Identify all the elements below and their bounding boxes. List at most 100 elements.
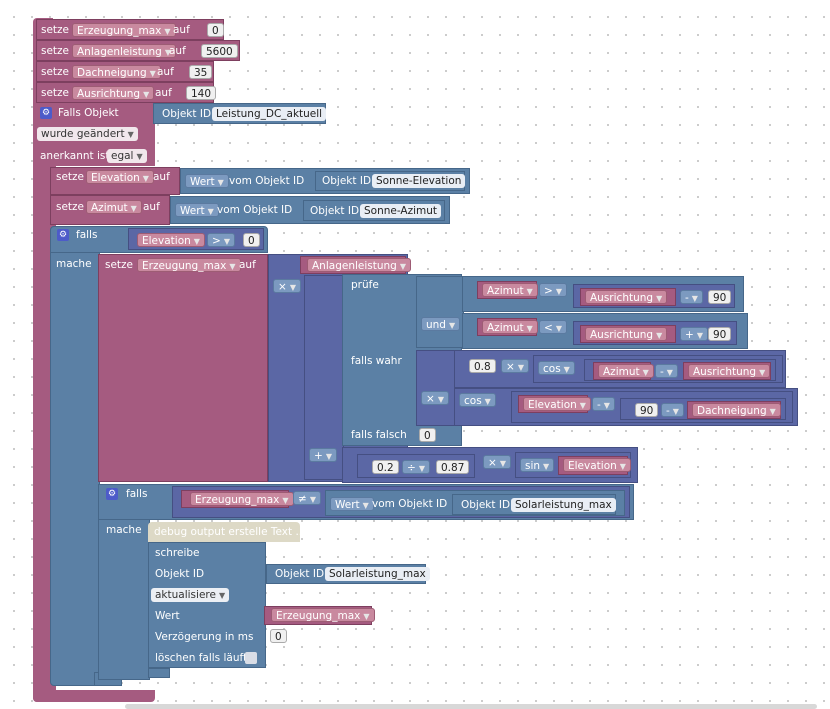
get-value-block[interactable]: Wert▼ vom Objekt ID Objekt ID Sonne-Elev… (180, 168, 470, 194)
var-block[interactable]: Ausrichtung▼ (683, 362, 771, 380)
wert-dropdown[interactable]: Wert▼ (185, 174, 229, 188)
object-id-block[interactable]: Objekt ID Sonne-Elevation (315, 171, 466, 191)
object-id-field[interactable]: Sonne-Elevation (372, 174, 466, 188)
set-block-1[interactable]: setze Erzeugung_max▼ auf 0 (36, 19, 224, 40)
mode-dropdown[interactable]: aktualisiere▼ (151, 588, 230, 602)
number-field[interactable]: 5600 (201, 44, 238, 58)
var-dropdown[interactable]: Erzeugung_max▼ (72, 23, 176, 37)
number-field[interactable]: 90 (708, 290, 732, 304)
plus-block[interactable]: +▼ (304, 275, 344, 480)
var-dropdown[interactable]: Dachneigung▼ (692, 403, 781, 417)
minus-block[interactable]: Ausrichtung▼ -▼ 90 (573, 284, 735, 308)
var-block[interactable]: Elevation▼ (518, 395, 591, 413)
var-block[interactable]: Dachneigung▼ (687, 401, 781, 419)
number-field[interactable]: 0.87 (436, 460, 470, 474)
function-dropdown[interactable]: cos▼ (459, 393, 496, 407)
multiply-block[interactable]: 0.8 ×▼ cos▼ Azimut▼ -▼ Ausrichtung▼ (454, 350, 786, 388)
object-id-field[interactable]: Solarleistung_max (325, 567, 430, 581)
var-dropdown[interactable]: Azimut▼ (482, 320, 538, 334)
cos-block[interactable]: cos▼ Azimut▼ -▼ Ausrichtung▼ (533, 355, 783, 383)
var-dropdown[interactable]: Azimut▼ (482, 283, 538, 297)
var-block[interactable]: Elevation▼ (558, 456, 631, 475)
logic-dropdown[interactable]: und▼ (421, 317, 461, 331)
function-dropdown[interactable]: cos▼ (538, 361, 575, 375)
minus-block[interactable]: Elevation▼ -▼ 90 -▼ Dachneigung▼ (511, 391, 793, 423)
gear-icon[interactable]: ⚙ (57, 229, 69, 241)
var-block[interactable]: Azimut▼ (477, 281, 538, 299)
if-block[interactable] (50, 226, 100, 686)
operator-dropdown[interactable]: ×▼ (273, 279, 301, 293)
multiply-block[interactable]: 0.2 ÷▼ 0.87 ×▼ sin▼ Elevation▼ (342, 447, 638, 483)
set-elevation-block[interactable]: setze Elevation▼ auf (50, 167, 180, 195)
var-dropdown[interactable]: Dachneigung▼ (72, 65, 161, 79)
operator-dropdown[interactable]: -▼ (592, 397, 615, 411)
operator-dropdown[interactable]: -▼ (661, 403, 684, 417)
operator-dropdown[interactable]: >▼ (539, 283, 567, 297)
operator-dropdown[interactable]: ×▼ (421, 391, 449, 405)
operator-dropdown[interactable]: ×▼ (501, 359, 529, 373)
wert-dropdown[interactable]: Wert▼ (175, 203, 219, 217)
set-block-2[interactable]: setze Anlagenleistung▼ auf 5600 (36, 40, 240, 61)
var-dropdown[interactable]: Elevation▼ (523, 397, 591, 411)
var-dropdown[interactable]: Elevation▼ (86, 170, 154, 184)
operator-dropdown[interactable]: <▼ (539, 320, 567, 334)
var-dropdown[interactable]: Ausrichtung▼ (585, 290, 668, 304)
operator-dropdown[interactable]: -▼ (680, 290, 703, 304)
wert-dropdown[interactable]: Wert▼ (330, 497, 374, 511)
sin-block[interactable]: sin▼ Elevation▼ (515, 452, 631, 478)
var-dropdown[interactable]: Erzeugung_max▼ (137, 258, 241, 272)
var-dropdown[interactable]: Elevation▼ (563, 458, 631, 472)
var-dropdown[interactable]: Azimut▼ (598, 364, 654, 378)
var-dropdown[interactable]: Anlagenleistung▼ (72, 44, 176, 58)
set-block-3[interactable]: setze Dachneigung▼ auf 35 (36, 61, 214, 82)
object-id-field[interactable]: Sonne-Azimut (360, 204, 442, 218)
compare-block[interactable]: Elevation▼ >▼ 0 (128, 228, 264, 250)
object-id-block[interactable]: Objekt ID Solarleistung_max (266, 564, 430, 584)
var-block[interactable]: Ausrichtung▼ (580, 288, 676, 306)
number-field[interactable]: 0 (243, 233, 260, 247)
compare-block[interactable]: Erzeugung_max▼ ≠▼ Wert▼ vom Objekt ID Ob… (172, 486, 630, 518)
var-dropdown[interactable]: Ausrichtung▼ (72, 86, 155, 100)
horizontal-scrollbar[interactable] (125, 704, 817, 709)
minus-block[interactable]: Azimut▼ -▼ Ausrichtung▼ (584, 359, 776, 381)
var-dropdown[interactable]: Anlagenleistung▼ (307, 258, 411, 272)
operator-dropdown[interactable]: >▼ (207, 233, 235, 247)
object-id-block[interactable]: Objekt ID Solarleistung_max (452, 494, 616, 515)
number-field[interactable]: 0 (270, 629, 287, 643)
number-field[interactable]: 35 (189, 65, 213, 79)
changed-dropdown[interactable]: wurde geändert▼ (37, 127, 138, 141)
operator-dropdown[interactable]: ×▼ (483, 455, 511, 469)
var-block[interactable]: Erzeugung_max▼ (181, 490, 294, 508)
operator-dropdown[interactable]: +▼ (680, 327, 708, 341)
number-field[interactable]: 0 (419, 428, 436, 442)
object-id-field[interactable]: Leistung_DC_aktuell (212, 107, 327, 121)
object-id-block[interactable]: Objekt ID Sonne-Azimut (303, 200, 445, 221)
gear-icon[interactable]: ⚙ (40, 107, 52, 119)
var-dropdown[interactable]: Ausrichtung▼ (585, 327, 668, 341)
var-dropdown[interactable]: Azimut▼ (86, 200, 142, 214)
set-block-4[interactable]: setze Ausrichtung▼ auf 140 (36, 82, 217, 103)
minus-block[interactable]: 90 -▼ Dachneigung▼ (620, 398, 786, 420)
get-value-block[interactable]: Wert▼ vom Objekt ID Objekt ID Solarleist… (325, 490, 625, 516)
operator-dropdown[interactable]: +▼ (309, 448, 337, 462)
ack-dropdown[interactable]: egal▼ (107, 149, 147, 163)
number-field[interactable]: 0.8 (469, 359, 496, 373)
object-id-field[interactable]: Solarleistung_max (511, 498, 616, 512)
var-dropdown[interactable]: Elevation▼ (137, 233, 205, 247)
number-field[interactable]: 90 (708, 327, 732, 341)
function-dropdown[interactable]: sin▼ (520, 458, 555, 472)
var-dropdown[interactable]: Erzeugung_max▼ (190, 492, 294, 506)
var-block[interactable]: Azimut▼ (477, 318, 538, 336)
operator-dropdown[interactable]: ≠▼ (293, 491, 321, 505)
and-block[interactable]: und▼ (416, 276, 464, 348)
var-block[interactable]: Ausrichtung▼ (580, 325, 676, 343)
number-field[interactable]: 0 (207, 23, 224, 37)
write-block[interactable]: schreibe Objekt ID aktualisiere▼ Wert Ve… (148, 542, 266, 668)
object-id-block[interactable]: Objekt ID Leistung_DC_aktuell (153, 103, 327, 124)
comment-bubble[interactable]: debug output erstelle Text ... (148, 522, 305, 542)
operator-dropdown[interactable]: -▼ (655, 364, 678, 378)
compare-block[interactable]: Azimut▼ <▼ Ausrichtung▼ +▼ 90 (462, 313, 748, 349)
var-block[interactable]: Anlagenleistung▼ (300, 256, 411, 274)
compare-block[interactable]: Azimut▼ >▼ Ausrichtung▼ -▼ 90 (462, 276, 744, 312)
multiply-block[interactable]: ×▼ (416, 350, 456, 426)
